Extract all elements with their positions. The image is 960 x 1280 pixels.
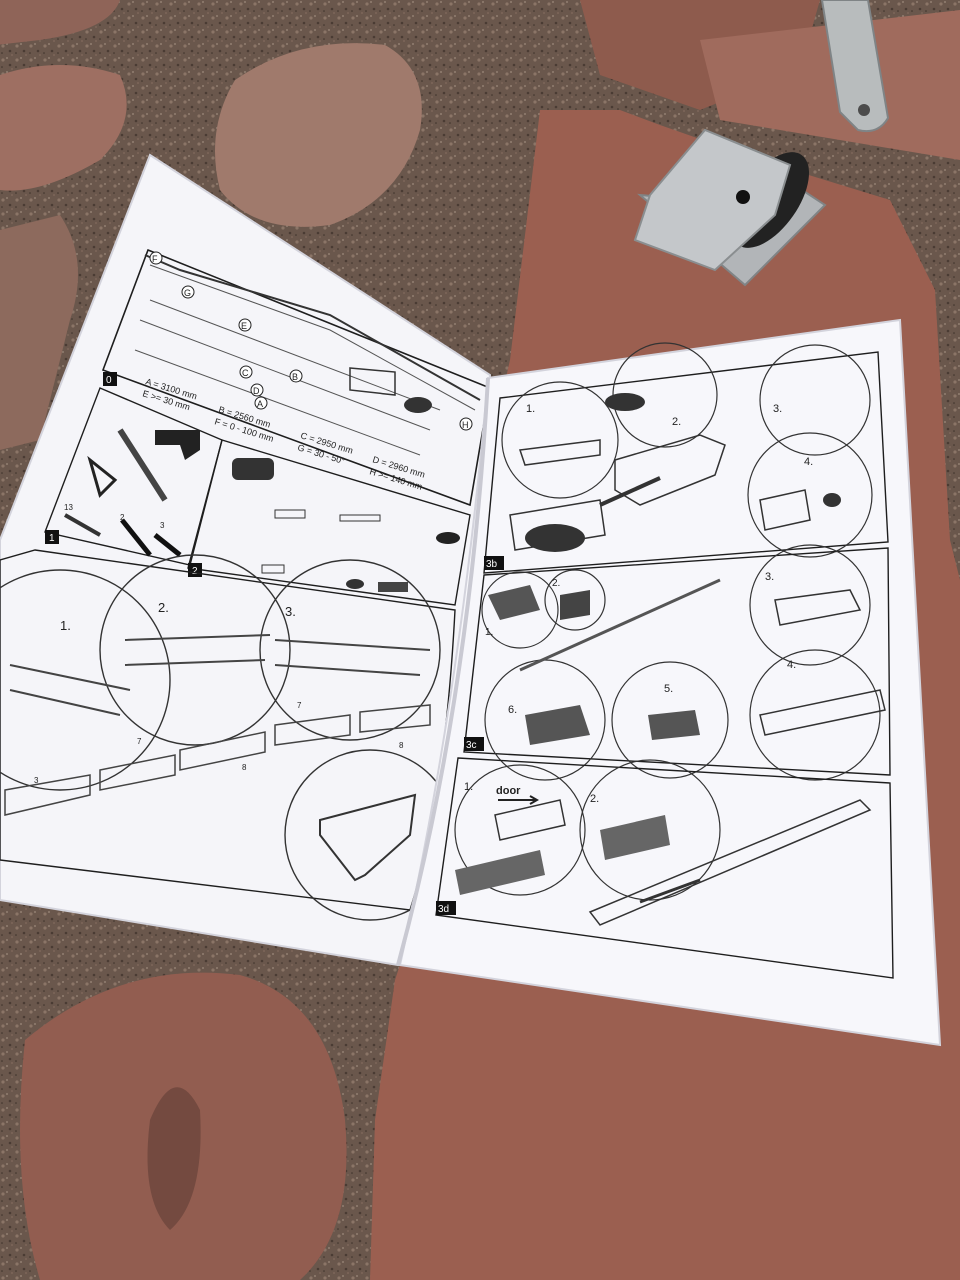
metal-strap [820, 0, 890, 133]
step-3d-2: 2. [590, 793, 599, 805]
step-3c-3: 3. [765, 571, 774, 583]
svg-text:D: D [253, 386, 260, 396]
step-3c-1: 1. [485, 627, 493, 638]
rail-step-1: 1. [60, 618, 71, 633]
callout-E: E [238, 318, 252, 332]
step-3c-6: 6. [508, 704, 517, 716]
panel-rail-assembly: 1. 2. 3. 3 7 8 7 8 [0, 549, 456, 921]
svg-text:C: C [242, 368, 249, 378]
svg-text:E: E [241, 321, 247, 331]
svg-text:G: G [184, 288, 191, 298]
step-3d-1: 1. [464, 781, 473, 793]
pulley-bracket [633, 128, 827, 287]
svg-text:B: B [292, 372, 298, 382]
svg-text:F: F [152, 254, 158, 264]
callout-D: D [250, 383, 264, 397]
step-3c-5: 5. [664, 683, 673, 695]
tool-num-3: 3 [160, 521, 165, 530]
panel-3c-label: 3c [466, 740, 477, 751]
step-3b-1: 1. [526, 403, 535, 415]
step-3b-3: 3. [773, 403, 782, 415]
svg-text:H: H [462, 420, 469, 430]
rail-part-7a: 7 [137, 737, 142, 746]
rail-step-2: 2. [158, 600, 169, 615]
rail-part-3: 3 [34, 776, 39, 785]
panel-0-number: 0 [106, 375, 112, 386]
callout-A: A [254, 396, 268, 410]
panel-2-parts: 2 [187, 439, 471, 606]
page-crease [396, 377, 490, 966]
step-3c-4: 4. [787, 659, 796, 671]
svg-text:A: A [257, 399, 263, 409]
rail-step-3: 3. [285, 604, 296, 619]
rail-part-8b: 8 [399, 741, 404, 750]
step-3b-4: 4. [804, 456, 813, 468]
panel-3b: 3b 1. 2. 3. 4. [483, 342, 889, 574]
door-label: door [496, 785, 521, 797]
zoom-circle-1 [0, 569, 171, 791]
callout-B: B [289, 369, 303, 383]
panel-3d: 3d 1. 2. door [435, 757, 894, 979]
callout-H: H [459, 417, 473, 431]
panel-3c: 3c 1. 2. 3. 4. 5. 6. [463, 544, 891, 781]
left-page: 0 F G E C B D A H A = 3100 mm E >= 30 mm… [0, 153, 492, 967]
zoom-circle-3 [259, 559, 441, 741]
tool-num-13: 13 [64, 503, 73, 512]
callout-C: C [239, 365, 253, 379]
opener-head-drawing [349, 367, 432, 413]
rail-part-8a: 8 [242, 763, 247, 772]
panel-3b-label: 3b [486, 559, 498, 570]
zoom-circle-2 [99, 554, 291, 746]
panel-2-number: 2 [192, 566, 198, 577]
rail-part-7b: 7 [297, 701, 302, 710]
right-page: 3b 1. 2. 3. 4. 3c [398, 318, 942, 1047]
panel-3d-label: 3d [438, 904, 449, 915]
callout-G: G [181, 285, 195, 299]
panel-1-number: 1 [49, 533, 55, 544]
step-3b-2: 2. [672, 416, 681, 428]
tool-num-2: 2 [120, 513, 125, 522]
callout-F: F [149, 251, 163, 265]
step-3c-2: 2. [552, 578, 560, 589]
